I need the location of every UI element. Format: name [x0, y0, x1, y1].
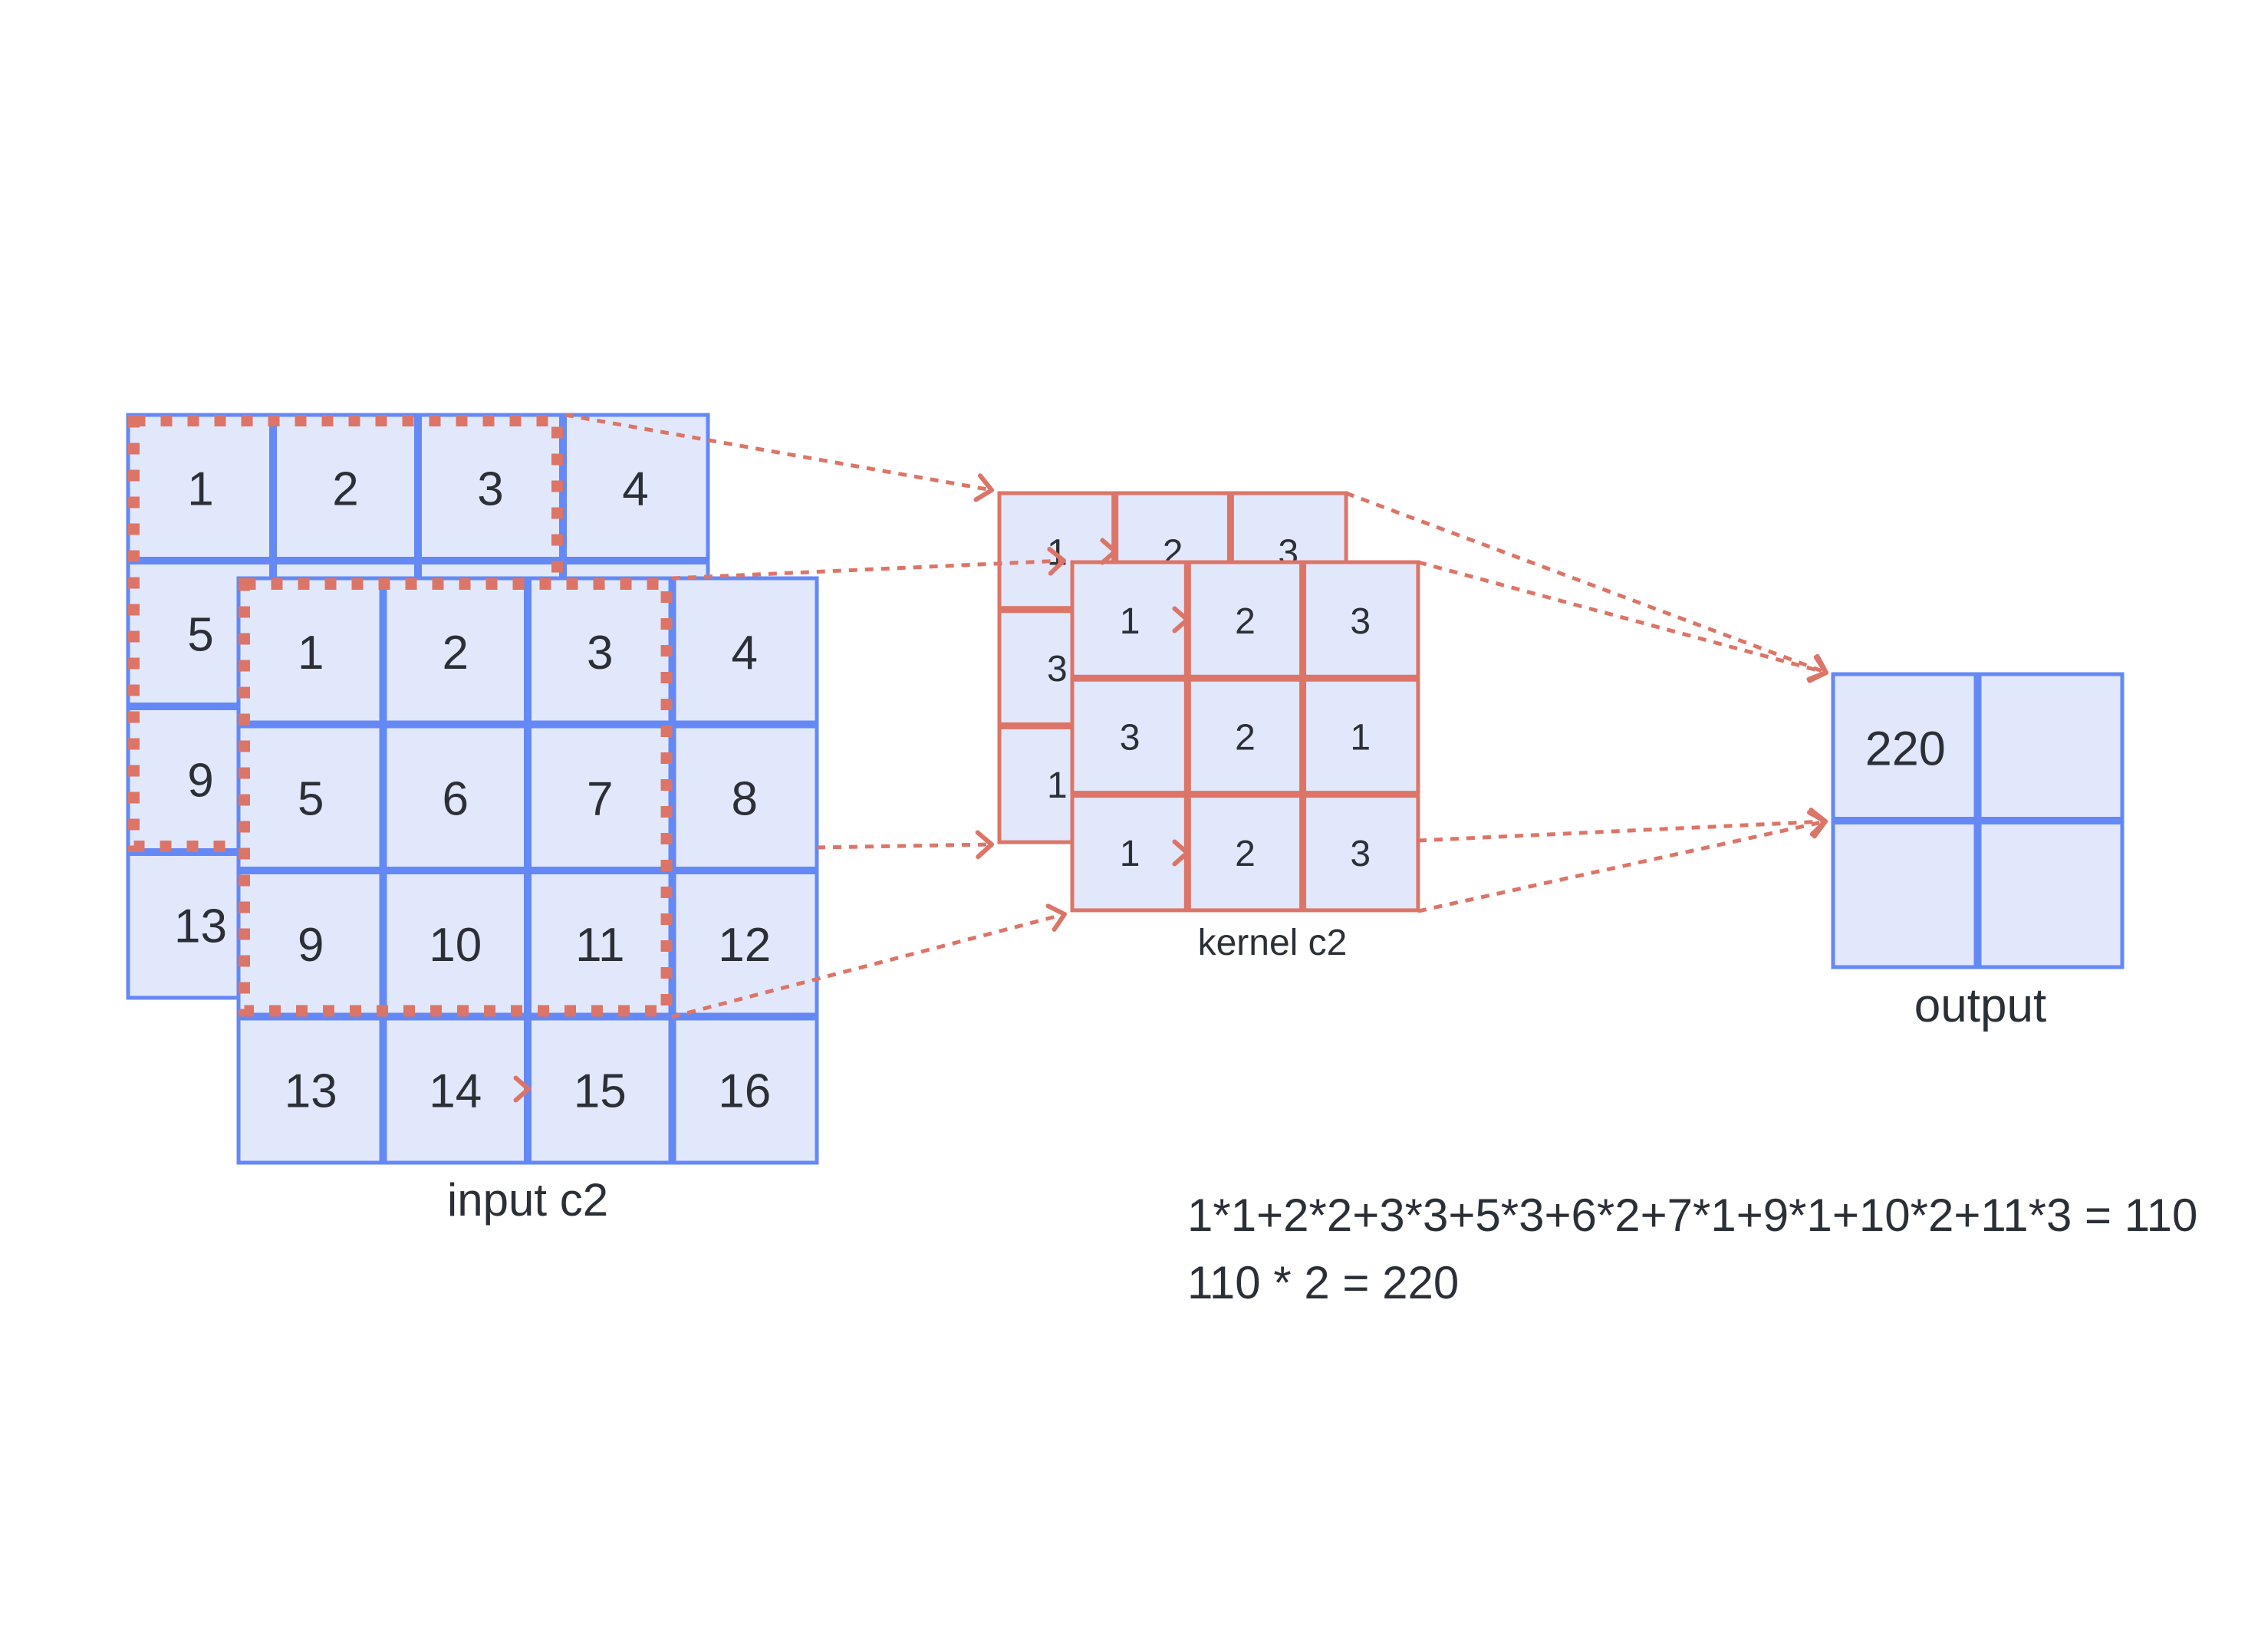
dashed-line	[1417, 819, 1823, 843]
output-grid-border	[1831, 672, 2125, 969]
dashed-line	[1417, 820, 1823, 913]
kernel-front-grid-fill	[1072, 562, 1418, 910]
dashed-arrow-icon	[671, 547, 1066, 581]
cell-value: 1	[1120, 834, 1140, 874]
kernel-front-grid-border	[1070, 560, 1420, 913]
cell-value: 9	[187, 755, 213, 808]
cell-value: 6	[443, 772, 469, 825]
arrowhead-icon	[1045, 903, 1067, 932]
equation-scale: 110 * 2 = 220	[1187, 1257, 1459, 1308]
kernel-front-grid: 1 2 3 3 2 1 1 2 3	[1070, 560, 1420, 913]
dashed-arrow-icon	[1417, 810, 1828, 913]
cell-value: 13	[285, 1065, 337, 1117]
arrows-layer	[513, 413, 1828, 1103]
kernel-label: kernel c2	[1198, 923, 1348, 963]
dashed-arrow-icon	[816, 830, 994, 860]
cell-value: 2	[332, 463, 358, 516]
cell-value: 3	[1350, 601, 1371, 642]
arrow-right-icon	[1172, 606, 1190, 633]
cell-value: 4	[622, 463, 648, 516]
cell-value: 10	[429, 919, 482, 972]
dashed-line	[671, 913, 1062, 1019]
arrowhead-icon	[1807, 655, 1828, 683]
arrowhead-icon	[1806, 810, 1828, 839]
cell-value: 11	[575, 919, 624, 972]
cell-value: 3	[1350, 834, 1371, 874]
cell-value: 1	[1047, 765, 1068, 806]
input-front-window	[239, 578, 673, 1017]
cell-value: 3	[1047, 649, 1068, 689]
output-label: output	[1914, 979, 2046, 1032]
arrow-right-icon	[1172, 839, 1190, 867]
arrowhead-icon	[975, 830, 994, 860]
cell-value: 2	[1235, 834, 1256, 874]
cell-value: 12	[718, 919, 771, 972]
cell-value: 1	[187, 463, 213, 516]
cell-value: 4	[732, 627, 758, 680]
cell-value: 15	[574, 1065, 627, 1117]
cell-value: 3	[587, 627, 613, 680]
dashed-line	[816, 842, 989, 850]
dashed-line	[564, 413, 989, 492]
cell-value: 220	[1865, 722, 1946, 776]
input-back-window	[128, 415, 563, 852]
equation-sum: 1*1+2*2+3*3+5*3+6*2+7*1+9*1+10*2+11*3 = …	[1187, 1190, 2197, 1241]
chevron-right-icon	[1172, 839, 1190, 867]
dashed-arrow-icon	[671, 903, 1067, 1019]
cell-value: 8	[732, 772, 758, 825]
chevron-right-icon	[513, 1075, 531, 1103]
cell-value: 7	[587, 772, 613, 825]
cell-value: 2	[443, 627, 469, 680]
cell-value: 1	[1120, 601, 1140, 642]
arrow-right-icon	[1100, 538, 1117, 565]
cell-value: 14	[429, 1065, 482, 1117]
cell-value: 3	[477, 463, 503, 516]
cell-value: 1	[298, 627, 324, 680]
dashed-line	[1417, 560, 1824, 674]
chevron-right-icon	[1100, 538, 1117, 565]
cell-value: 3	[1120, 717, 1140, 758]
arrowhead-icon	[973, 473, 994, 502]
dashed-line	[1345, 491, 1825, 673]
dashed-arrow-icon	[564, 413, 994, 502]
dashed-line	[671, 558, 1061, 581]
output-grid: 220	[1831, 672, 2125, 969]
cell-value: 2	[1235, 717, 1256, 758]
labels-layer: input c2 kernel c2 output 1*1+2*2+3*3+5*…	[447, 923, 2198, 1308]
input-front-grid-border	[236, 576, 819, 1165]
cell-value: 2	[1235, 601, 1256, 642]
arrowhead-icon	[1047, 547, 1066, 576]
cell-value: 9	[298, 919, 324, 972]
cell-value: 1	[1350, 717, 1371, 758]
cell-value: 13	[174, 900, 227, 953]
cell-value: 16	[718, 1065, 771, 1117]
chevron-right-icon	[1172, 606, 1190, 633]
input-label: input c2	[447, 1174, 608, 1226]
arrow-right-icon	[513, 1075, 531, 1103]
cell-value: 5	[298, 772, 324, 825]
cell-value: 5	[187, 609, 213, 662]
dashed-arrow-icon	[1417, 560, 1828, 683]
